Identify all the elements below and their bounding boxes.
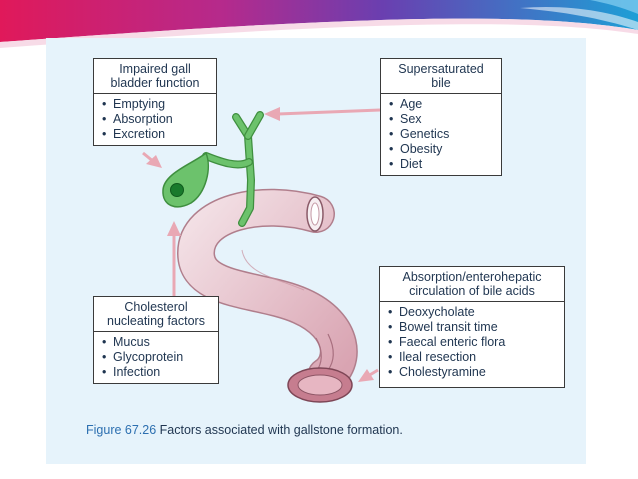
factor-list: •Age •Sex •Genetics •Obesity •Diet: [381, 94, 501, 174]
bullet-icon: •: [389, 112, 394, 126]
list-item: •Glycoprotein: [102, 350, 184, 364]
list-item: •Obesity: [389, 142, 443, 156]
bullet-icon: •: [102, 335, 107, 349]
caption-text: Factors associated with gallstone format…: [156, 423, 403, 437]
figure-number: Figure 67.26: [86, 423, 157, 437]
bullet-icon: •: [388, 305, 393, 319]
figure-caption: Figure 67.26 Factors associated with gal…: [86, 423, 566, 437]
bullet-icon: •: [102, 112, 107, 126]
box-title-line: Cholesterol: [124, 300, 188, 314]
box-title-line: Supersaturated: [398, 62, 484, 76]
bullet-icon: •: [389, 97, 394, 111]
bullet-icon: •: [388, 335, 393, 349]
list-item: •Genetics: [389, 127, 450, 141]
factor-list: •Deoxycholate •Bowel transit time •Faeca…: [380, 302, 564, 382]
box-title-line: circulation of bile acids: [409, 284, 535, 298]
box-title-line: bile: [431, 76, 451, 90]
list-item: •Sex: [389, 112, 422, 126]
list-item: •Bowel transit time: [388, 320, 498, 334]
list-item: •Ileal resection: [388, 350, 477, 364]
box-title: Cholesterol nucleating factors: [94, 297, 218, 332]
arrow-impaired-function: [142, 151, 162, 168]
factor-list: •Mucus •Glycoprotein •Infection: [94, 332, 218, 382]
header-banner: [0, 0, 638, 48]
list-item: •Mucus: [102, 335, 150, 349]
bullet-icon: •: [102, 97, 107, 111]
gallstone-illustration: [142, 107, 381, 403]
bullet-icon: •: [102, 365, 107, 379]
list-item: •Deoxycholate: [388, 305, 475, 319]
gallbladder-illustration: [162, 111, 264, 227]
box-title-line: Absorption/enterohepatic: [402, 270, 542, 284]
list-item: •Cholestyramine: [388, 365, 486, 379]
supersaturated-bile-box: Supersaturated bile •Age •Sex •Genetics …: [380, 58, 502, 176]
box-title: Absorption/enterohepatic circulation of …: [380, 267, 564, 302]
impaired-gallbladder-box: Impaired gall bladder function •Emptying…: [93, 58, 217, 146]
factor-list: •Emptying •Absorption •Excretion: [94, 94, 216, 144]
arrow-absorption: [358, 368, 379, 382]
list-item: •Absorption: [102, 112, 173, 126]
box-title: Supersaturated bile: [381, 59, 501, 94]
list-item: •Diet: [389, 157, 423, 171]
bullet-icon: •: [388, 350, 393, 364]
bullet-icon: •: [389, 127, 394, 141]
bullet-icon: •: [388, 320, 393, 334]
arrow-supersaturated-bile: [264, 107, 381, 121]
list-item: •Excretion: [102, 127, 166, 141]
box-title-line: bladder function: [110, 76, 200, 90]
intestine-illustration: [176, 188, 358, 403]
factor-arrows: [142, 107, 381, 382]
bullet-icon: •: [389, 157, 394, 171]
box-title-line: Impaired gall: [119, 62, 191, 76]
arrow-cholesterol-factors: [167, 221, 181, 296]
list-item: •Age: [389, 97, 423, 111]
absorption-enterohepatic-box: Absorption/enterohepatic circulation of …: [379, 266, 565, 388]
bullet-icon: •: [388, 365, 393, 379]
list-item: •Emptying: [102, 97, 166, 111]
list-item: •Infection: [102, 365, 161, 379]
bullet-icon: •: [102, 350, 107, 364]
list-item: •Faecal enteric flora: [388, 335, 506, 349]
cholesterol-nucleating-box: Cholesterol nucleating factors •Mucus •G…: [93, 296, 219, 384]
bullet-icon: •: [389, 142, 394, 156]
box-title: Impaired gall bladder function: [94, 59, 216, 94]
bullet-icon: •: [102, 127, 107, 141]
box-title-line: nucleating factors: [107, 314, 205, 328]
